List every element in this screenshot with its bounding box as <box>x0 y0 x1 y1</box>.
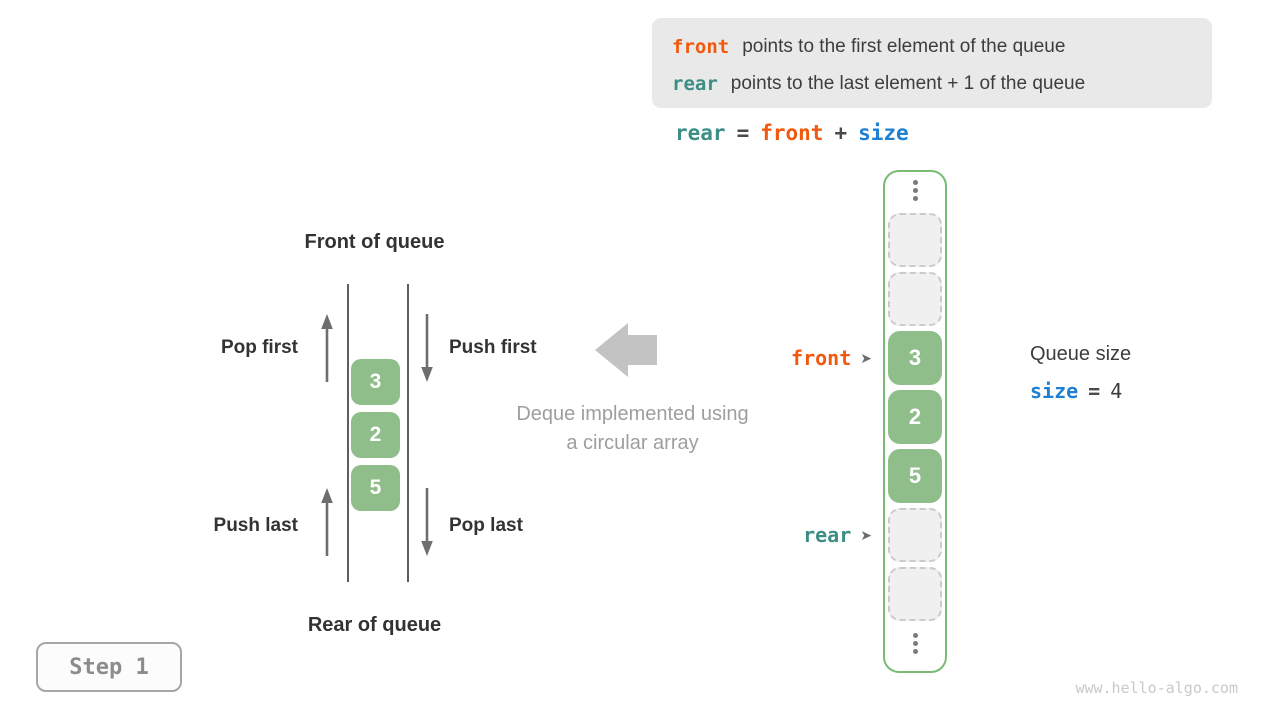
formula-size: size <box>858 121 909 145</box>
pop-first-label: Pop first <box>220 337 298 358</box>
front-pointer: front ➤ <box>740 344 872 372</box>
diagram-caption: Deque implemented using a circular array <box>490 400 775 458</box>
front-description: points to the first element of the queue <box>742 35 1066 57</box>
push-first-label: Push first <box>449 337 537 358</box>
array-cell-empty <box>888 272 942 326</box>
formula-front: front <box>760 121 824 145</box>
front-term: front <box>672 35 730 58</box>
queue-wall-right <box>407 284 409 582</box>
legend-rear-line: rear points to the last element + 1 of t… <box>672 65 1212 102</box>
queue-size-block: Queue size size = 4 <box>1030 343 1131 403</box>
rear-description: points to the last element + 1 of the qu… <box>730 72 1086 94</box>
size-var: size <box>1030 379 1079 403</box>
left-block-arrow-icon <box>595 323 657 377</box>
pop-last-down-arrow-icon <box>421 488 433 556</box>
queue-item: 3 <box>351 359 400 405</box>
pop-last-label: Pop last <box>449 515 523 536</box>
array-cells: 3 2 5 <box>888 213 942 621</box>
queue-items: 3 2 5 <box>351 359 400 511</box>
push-last-up-arrow-icon <box>321 488 333 556</box>
legend-front-line: front points to the first element of the… <box>672 28 1212 65</box>
queue-size-label: Queue size <box>1030 343 1132 365</box>
formula-rear: rear <box>675 121 726 145</box>
array-cell: 2 <box>888 390 942 444</box>
array-cell-empty <box>888 213 942 267</box>
caption-line-1: Deque implemented using <box>516 403 749 425</box>
push-last-label: Push last <box>213 515 298 536</box>
caption-line-2: a circular array <box>566 432 699 454</box>
step-badge: Step 1 <box>36 642 182 692</box>
front-of-queue-label: Front of queue <box>304 231 445 253</box>
size-equals: = <box>1088 379 1101 403</box>
push-first-down-arrow-icon <box>421 314 433 382</box>
right-arrowhead-icon: ➤ <box>860 527 872 543</box>
circular-array-column: 3 2 5 <box>883 170 947 673</box>
queue-size-equation: size = 4 <box>1030 379 1131 403</box>
array-cell-empty <box>888 508 942 562</box>
array-cell: 3 <box>888 331 942 385</box>
right-arrowhead-icon: ➤ <box>860 350 872 366</box>
formula-equals: = <box>736 121 750 145</box>
rear-pointer: rear ➤ <box>740 521 872 549</box>
ellipsis-icon <box>912 180 918 201</box>
queue-item: 2 <box>351 412 400 458</box>
legend-box: front points to the first element of the… <box>652 18 1212 108</box>
size-value: 4 <box>1110 379 1123 403</box>
rear-term: rear <box>672 72 718 95</box>
ellipsis-icon <box>912 633 918 654</box>
array-cell: 5 <box>888 449 942 503</box>
front-pointer-label: front <box>791 346 852 370</box>
watermark: www.hello-algo.com <box>1075 679 1238 697</box>
rear-pointer-label: rear <box>803 523 852 547</box>
queue-item: 5 <box>351 465 400 511</box>
pop-first-up-arrow-icon <box>321 314 333 382</box>
queue-wall-left <box>347 284 349 582</box>
array-cell-empty <box>888 567 942 621</box>
formula-plus: + <box>834 121 848 145</box>
formula: rear = front + size <box>675 121 909 145</box>
rear-of-queue-label: Rear of queue <box>307 614 442 636</box>
